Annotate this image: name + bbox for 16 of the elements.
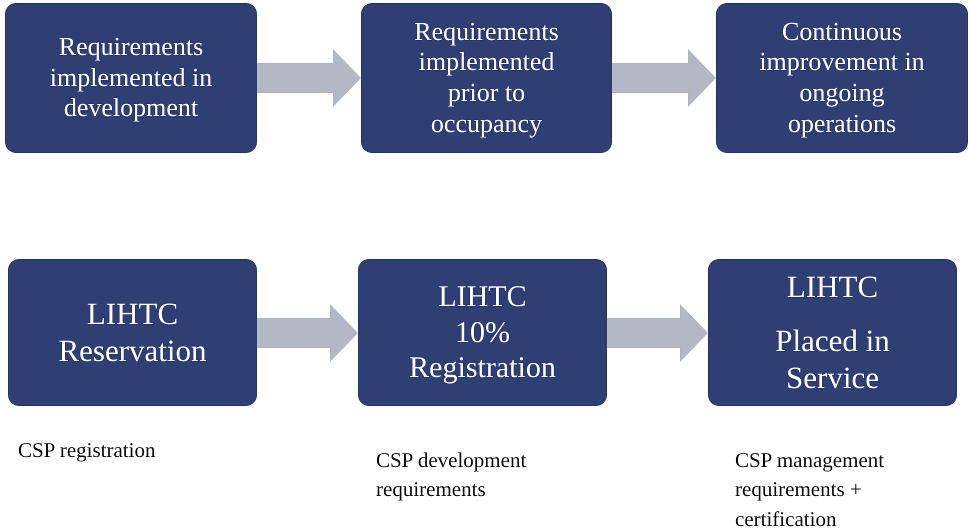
box-label: LIHTC 10% Registration <box>409 279 556 386</box>
box-label: Requirements implemented prior to occupancy <box>413 16 560 140</box>
process-box <box>8 259 257 406</box>
caption-text: CSP management requirements + certification <box>735 447 886 529</box>
process-box <box>716 3 968 153</box>
process-box <box>708 259 957 406</box>
box-label: Continuous improvement in ongoing operations <box>758 16 926 140</box>
box-label: LIHTC Reservation <box>57 296 208 370</box>
caption-text: CSP development requirements <box>376 447 528 504</box>
box-label: Placed in Service <box>774 323 891 396</box>
box-label: LIHTC <box>786 268 880 306</box>
process-box <box>5 3 257 153</box>
box-label: Requirements implemented in development <box>48 32 214 124</box>
process-box <box>361 3 612 153</box>
process-box <box>358 259 607 406</box>
caption-text: CSP registration <box>18 437 156 464</box>
